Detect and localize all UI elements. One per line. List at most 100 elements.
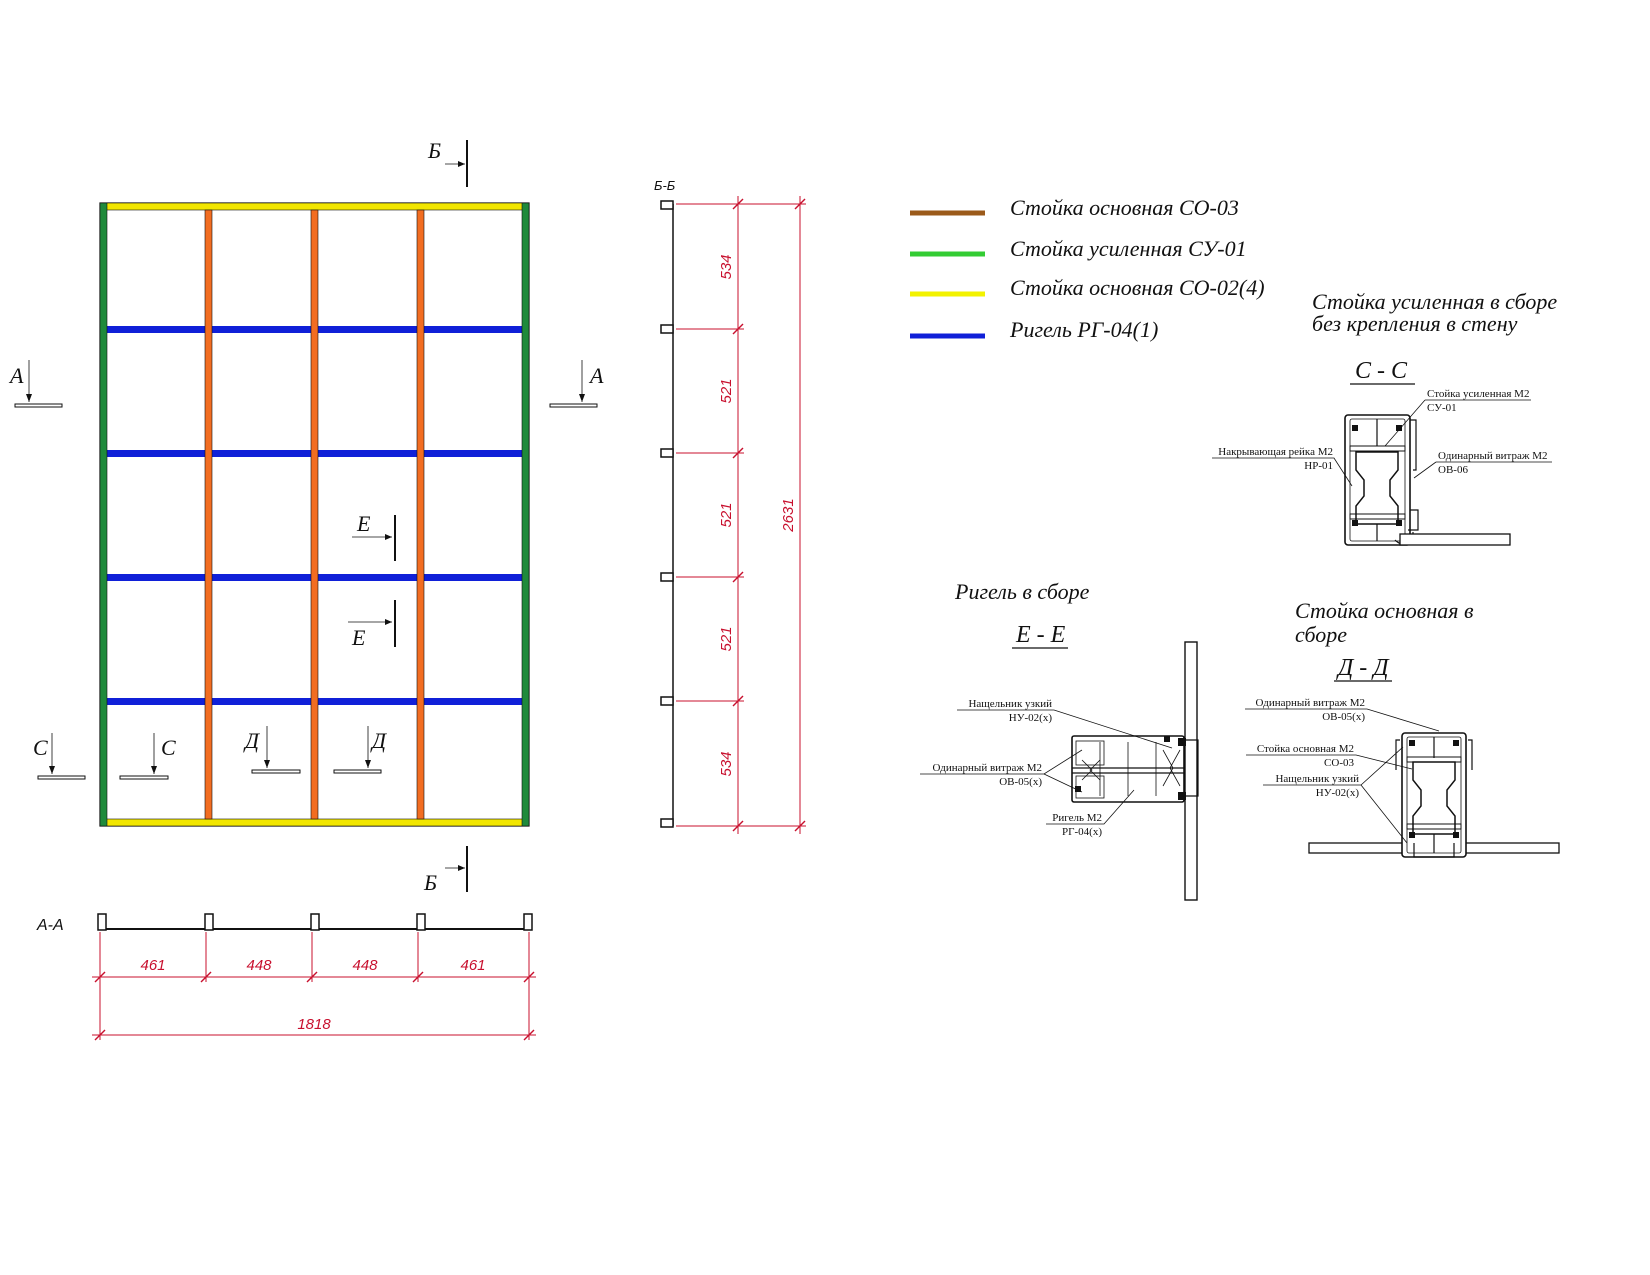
d-left-cut-line bbox=[251, 769, 301, 774]
detail-dd: Стойка основная в сборе Д - Д Одинарный … bbox=[1245, 598, 1560, 858]
c-right-label: С bbox=[161, 735, 176, 760]
bb-profile bbox=[660, 448, 674, 458]
ee-callout-2-code: ОВ-05(х) bbox=[999, 776, 1042, 788]
e-top-label: Е bbox=[356, 511, 371, 536]
detail-dd-profile-drawing bbox=[1308, 732, 1560, 858]
bb-profile bbox=[660, 324, 674, 334]
section-bb-dimensions: 534 521 521 521 534 2631 bbox=[676, 196, 806, 834]
bb-span-2: 521 bbox=[718, 378, 735, 403]
aa-span-3: 448 bbox=[352, 957, 378, 974]
detail-ee-title: Ригель в сборе bbox=[954, 579, 1090, 604]
aa-total: 1818 bbox=[297, 1016, 331, 1033]
c-right-arrowhead bbox=[151, 766, 157, 774]
dd-callout-3-name: Нащельник узкий bbox=[1275, 773, 1359, 785]
detail-cc-callouts: Стойка усиленная М2 СУ-01 Накрывающая ре… bbox=[1212, 388, 1552, 487]
bb-span-4: 521 bbox=[718, 626, 735, 651]
dd-callout-2-name: Стойка основная М2 bbox=[1257, 743, 1354, 755]
detail-dd-title-2: сборе bbox=[1295, 622, 1347, 647]
top-profile-yellow bbox=[99, 202, 530, 211]
a-left-arrowhead bbox=[26, 394, 32, 402]
d-left-label: Д bbox=[243, 728, 260, 753]
section-aa-label: А-А bbox=[36, 917, 64, 934]
cc-callout-1-code: СУ-01 bbox=[1427, 402, 1457, 414]
detail-cc-section: С - С bbox=[1355, 358, 1408, 384]
b-bottom-arrowhead bbox=[458, 865, 465, 871]
b-bottom-label: Б bbox=[423, 870, 437, 895]
cc-callout-2-name: Накрывающая рейка М2 bbox=[1218, 446, 1333, 458]
d-right-cut-line bbox=[333, 769, 382, 774]
a-right-cut-line bbox=[549, 403, 598, 408]
bb-ticks bbox=[732, 198, 806, 832]
detail-dd-callouts: Одинарный витраж М2 ОВ-05(х) Стойка осно… bbox=[1245, 697, 1440, 844]
cc-callout-3-code: ОВ-06 bbox=[1438, 464, 1468, 476]
b-top-label: Б bbox=[427, 138, 441, 163]
ee-callout-3-name: Ригель М2 bbox=[1052, 812, 1102, 824]
aa-ticks bbox=[94, 971, 535, 1041]
section-aa-dimensions: 461 448 448 461 1818 bbox=[92, 932, 536, 1041]
detail-ee-profile-drawing bbox=[1071, 641, 1199, 901]
bb-span-5: 534 bbox=[718, 751, 735, 776]
edge-mullion-right bbox=[521, 202, 530, 827]
c-left-label: С bbox=[33, 735, 48, 760]
aa-profile bbox=[204, 913, 214, 931]
d-right-arrowhead bbox=[365, 760, 371, 768]
legend: Стойка основная СО-03 Стойка усиленная С… bbox=[910, 195, 1265, 342]
detail-ee: Ригель в сборе Е - Е Нащельник узкий НУ-… bbox=[920, 579, 1199, 901]
section-aa-profiles bbox=[97, 913, 533, 931]
section-aa: А-А 461 448 448 461 bbox=[36, 913, 536, 1041]
section-bb-label: Б-Б bbox=[654, 178, 676, 193]
dd-callout-1-code: ОВ-05(х) bbox=[1322, 711, 1365, 723]
a-right-arrowhead bbox=[579, 394, 585, 402]
legend-label-3: Стойка основная СО-02(4) bbox=[1010, 275, 1265, 300]
cc-callout-2-code: НР-01 bbox=[1304, 460, 1333, 472]
detail-dd-title-1: Стойка основная в bbox=[1295, 598, 1474, 623]
edge-mullion-left bbox=[99, 202, 108, 827]
mullion-1 bbox=[204, 209, 213, 820]
ee-callout-2-name: Одинарный витраж М2 bbox=[932, 762, 1042, 774]
legend-label-2: Стойка усиленная СУ-01 bbox=[1010, 236, 1247, 261]
detail-ee-section: Е - Е bbox=[1015, 622, 1066, 648]
c-right-cut-line bbox=[119, 775, 169, 780]
detail-cc-title-1: Стойка усиленная в сборе bbox=[1312, 289, 1557, 314]
c-left-arrowhead bbox=[49, 766, 55, 774]
c-left-cut-line bbox=[37, 775, 86, 780]
aa-profile bbox=[416, 913, 426, 931]
facade-elevation bbox=[99, 202, 530, 827]
detail-cc-profile-drawing bbox=[1344, 414, 1511, 546]
bb-span-1: 534 bbox=[718, 254, 735, 279]
aa-profile bbox=[97, 913, 107, 931]
bb-span-3: 521 bbox=[718, 502, 735, 527]
section-bb: Б-Б 534 521 52 bbox=[654, 178, 806, 834]
ee-callout-1-name: Нащельник узкий bbox=[968, 698, 1052, 710]
section-marks: Б Б А А Е Е С С bbox=[8, 138, 604, 895]
a-right-label: А bbox=[588, 363, 604, 388]
aa-span-2: 448 bbox=[246, 957, 272, 974]
bb-profile bbox=[660, 818, 674, 828]
e-bottom-label: Е bbox=[351, 625, 366, 650]
detail-ee-callouts: Нащельник узкий НУ-02(х) Одинарный витра… bbox=[920, 698, 1173, 838]
legend-label-1: Стойка основная СО-03 bbox=[1010, 195, 1239, 220]
ee-callout-3-code: РГ-04(х) bbox=[1062, 826, 1102, 838]
dd-callout-3-code: НУ-02(х) bbox=[1316, 787, 1360, 799]
legend-label-4: Ригель РГ-04(1) bbox=[1009, 317, 1158, 342]
detail-cc-title-2: без крепления в стену bbox=[1312, 311, 1518, 336]
e-top-arrowhead bbox=[385, 534, 392, 540]
detail-dd-section: Д - Д bbox=[1336, 655, 1390, 681]
bottom-profile-yellow bbox=[99, 818, 530, 827]
a-left-label: А bbox=[8, 363, 24, 388]
bb-profile bbox=[660, 696, 674, 706]
cc-callout-3-name: Одинарный витраж М2 bbox=[1438, 450, 1548, 462]
section-bb-profiles bbox=[660, 200, 674, 828]
bb-total: 2631 bbox=[780, 498, 797, 532]
aa-span-4: 461 bbox=[460, 957, 485, 974]
a-left-cut-line bbox=[14, 403, 63, 408]
d-right-label: Д bbox=[370, 728, 387, 753]
aa-profile bbox=[310, 913, 320, 931]
bb-profile bbox=[660, 200, 674, 210]
mullion-3 bbox=[416, 209, 425, 820]
aa-span-1: 461 bbox=[140, 957, 165, 974]
d-left-arrowhead bbox=[264, 760, 270, 768]
ee-callout-1-code: НУ-02(х) bbox=[1009, 712, 1053, 724]
b-top-arrowhead bbox=[458, 161, 465, 167]
